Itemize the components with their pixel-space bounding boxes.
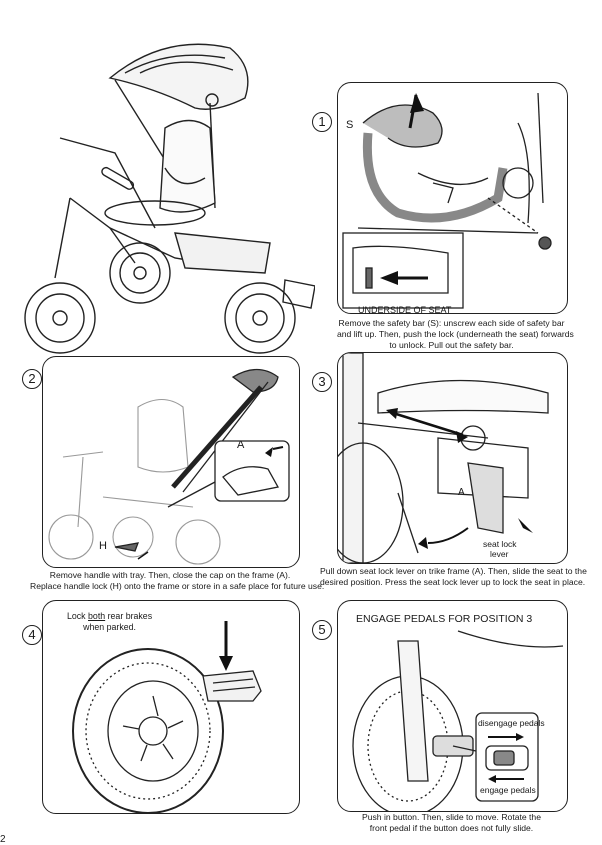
safety-bar-label: S: [346, 119, 354, 131]
step-1-illustration: [342, 92, 552, 309]
step-2-illustration: [48, 368, 290, 565]
step-4-panel: Lock both rear brakes when parked.: [42, 600, 300, 814]
page-number: 2: [0, 834, 6, 845]
step-number-3: 3: [312, 372, 332, 392]
brakes-note-emphasis: both: [88, 611, 106, 621]
step-number-2: 2: [22, 369, 42, 389]
step-number-5: 5: [312, 620, 332, 640]
step-3-panel: A seat lock lever: [337, 352, 568, 564]
frame-label-a: A: [458, 487, 465, 498]
step-1-caption: Remove the safety bar (S): unscrew each …: [337, 318, 574, 350]
tricycle-overview-illustration: [24, 43, 315, 354]
step-5-caption: Push in button. Then, slide to move. Rot…: [362, 812, 541, 833]
disengage-pedals-label: disengage pedals: [478, 718, 545, 728]
step-3-caption: Pull down seat lock lever on trike frame…: [320, 566, 587, 587]
step-5-panel: ENGAGE PEDALS FOR POSITION 3 disengage p…: [337, 600, 568, 812]
step-2-panel: A H: [42, 356, 300, 568]
frame-label-a: A: [237, 439, 245, 451]
step-2-caption: Remove handle with tray. Then, close the…: [30, 570, 325, 591]
step-number-4: 4: [22, 625, 42, 645]
underside-of-seat-label: UNDERSIDE OF SEAT: [358, 305, 452, 314]
step-1-panel: S UNDERSIDE OF SEAT: [337, 82, 568, 314]
step-4-illustration: [72, 621, 262, 813]
brakes-note: Lock both rear brakes when parked.: [67, 611, 153, 632]
step-number-1: 1: [312, 112, 332, 132]
step-5-illustration: [352, 630, 564, 811]
handle-lock-label-h: H: [99, 540, 107, 552]
engage-pedals-label: engage pedals: [480, 785, 536, 795]
step-3-illustration: [338, 353, 549, 563]
seat-lock-lever-label: seat lock: [483, 539, 517, 549]
step-5-title: ENGAGE PEDALS FOR POSITION 3: [356, 613, 533, 625]
seat-lock-lever-label-line2: lever: [490, 549, 509, 559]
